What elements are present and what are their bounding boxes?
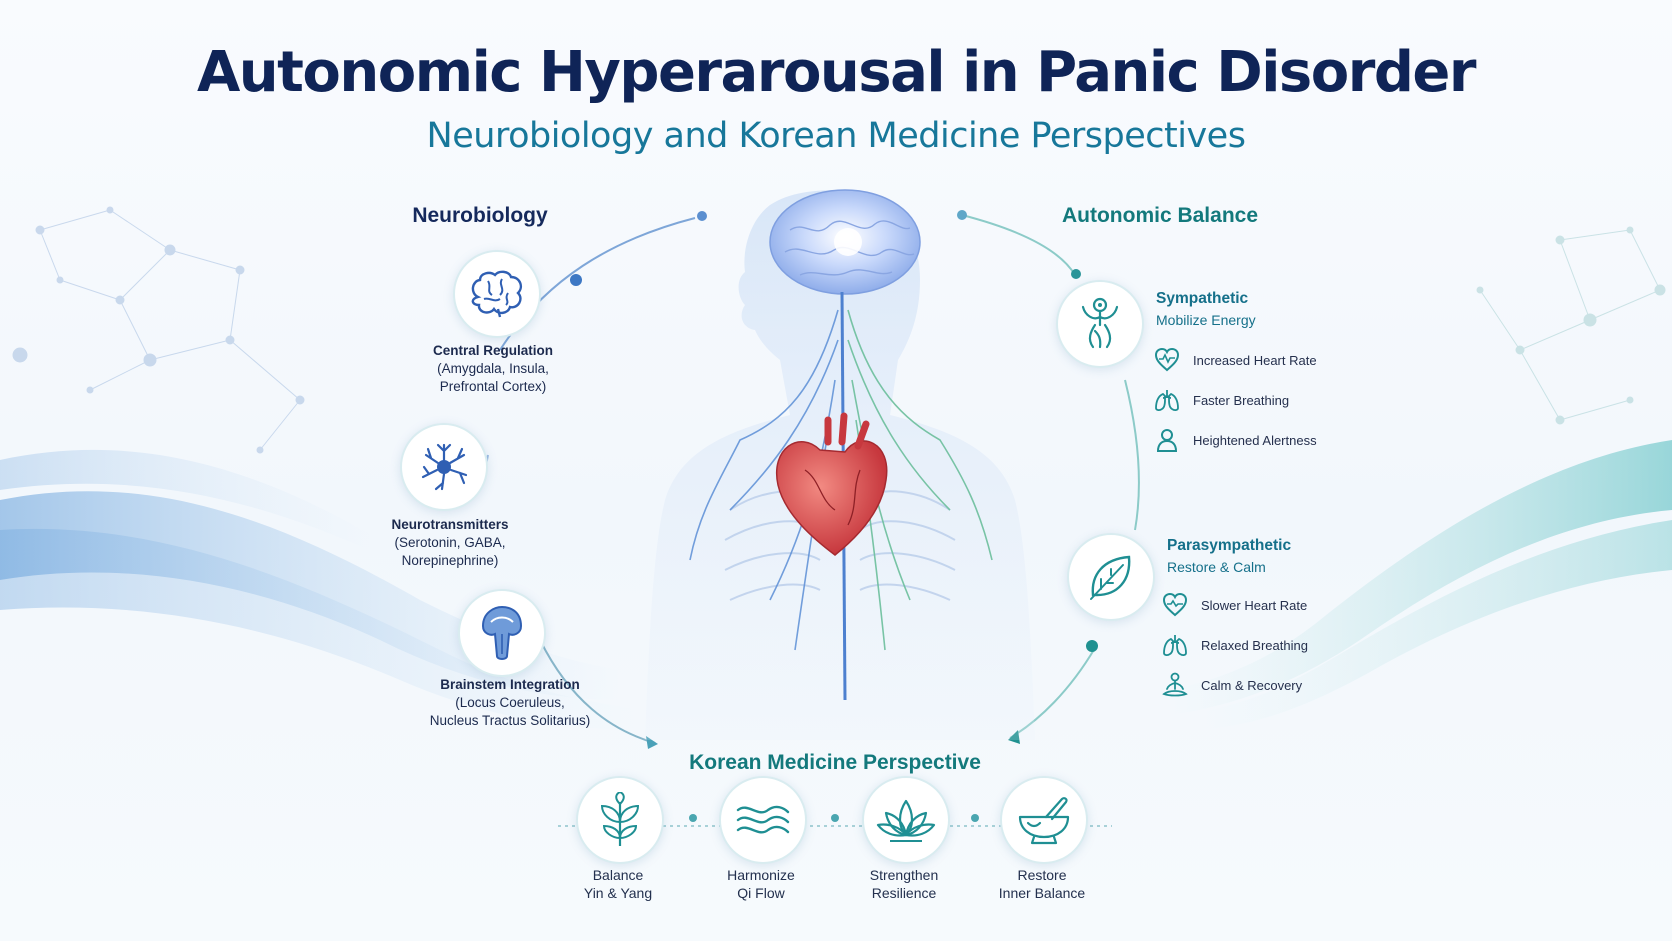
sympathetic-item-label: Faster Breathing xyxy=(1193,392,1290,408)
lungs-icon xyxy=(1161,631,1189,659)
parasympathetic-heading: Parasympathetic Restore & Calm xyxy=(1167,537,1367,575)
brainstem-integration-circle xyxy=(458,589,546,677)
km-balance-line2: Yin & Yang xyxy=(583,885,653,901)
heart-rate-icon xyxy=(1153,346,1181,374)
sympathetic-item-label: Increased Heart Rate xyxy=(1193,352,1317,368)
km-inner-balance-line2: Inner Balance xyxy=(998,885,1086,901)
sympathetic-circle xyxy=(1056,280,1144,368)
sympathetic-item: Faster Breathing xyxy=(1153,380,1393,420)
km-qi-flow-line1: Harmonize xyxy=(727,867,795,883)
central-regulation-detail-1: (Amygdala, Insula, xyxy=(437,361,549,376)
parasympathetic-item: Calm & Recovery xyxy=(1161,665,1401,705)
km-qi-flow-label: Harmonize Qi Flow xyxy=(686,866,836,902)
central-regulation-name: Central Regulation xyxy=(432,343,553,358)
meditation-icon xyxy=(1161,671,1189,699)
brainstem-integration-detail-1: (Locus Coeruleus, xyxy=(455,695,565,710)
wind-flow-icon xyxy=(736,805,790,834)
lungs-icon xyxy=(1153,386,1181,414)
parasympathetic-item-label: Relaxed Breathing xyxy=(1201,637,1308,653)
km-balance-circle xyxy=(576,776,664,864)
km-inner-balance-label: Restore Inner Balance xyxy=(967,866,1117,902)
central-regulation-circle xyxy=(453,250,541,338)
km-balance-line1: Balance xyxy=(592,867,644,883)
parasympathetic-list: Slower Heart Rate Relaxed Breathing Calm… xyxy=(1161,585,1401,705)
km-qi-flow-circle xyxy=(719,776,807,864)
brainstem-integration-name: Brainstem Integration xyxy=(440,677,580,692)
parasympathetic-circle xyxy=(1067,533,1155,621)
sympathetic-subtitle: Mobilize Energy xyxy=(1156,312,1256,328)
km-qi-flow-line2: Qi Flow xyxy=(737,885,785,901)
neurotransmitters-name: Neurotransmitters xyxy=(391,517,509,532)
km-inner-balance-circle xyxy=(1000,776,1088,864)
neurotransmitters-label: Neurotransmitters (Serotonin, GABA, Nore… xyxy=(360,516,540,570)
human-body-illustration xyxy=(645,189,1035,740)
km-balance-label: Balance Yin & Yang xyxy=(543,866,693,902)
sympathetic-list: Increased Heart Rate Faster Breathing He… xyxy=(1153,340,1393,460)
sympathetic-figure-icon xyxy=(1081,297,1119,349)
person-alert-icon xyxy=(1153,426,1181,454)
parasympathetic-subtitle: Restore & Calm xyxy=(1167,559,1266,575)
parasympathetic-item-label: Slower Heart Rate xyxy=(1201,597,1308,613)
heart-rate-icon xyxy=(1161,591,1189,619)
sympathetic-title: Sympathetic xyxy=(1156,290,1249,307)
brainstem-integration-detail-2: Nucleus Tractus Solitarius) xyxy=(429,713,591,728)
neurobiology-section-title: Neurobiology xyxy=(412,204,548,227)
leaf-icon xyxy=(1090,555,1131,600)
central-regulation-detail-2: Prefrontal Cortex) xyxy=(439,379,547,394)
page-subtitle: Neurobiology and Korean Medicine Perspec… xyxy=(426,116,1246,156)
heart-illustration xyxy=(775,412,888,556)
neurotransmitters-circle xyxy=(400,423,488,511)
sympathetic-item: Heightened Alertness xyxy=(1153,420,1393,460)
neurotransmitters-detail-1: (Serotonin, GABA, xyxy=(394,535,506,550)
korean-medicine-section-title: Korean Medicine Perspective xyxy=(689,751,981,774)
parasympathetic-item: Relaxed Breathing xyxy=(1161,625,1401,665)
neurotransmitters-detail-2: Norepinephrine) xyxy=(401,553,499,568)
km-resilience-line1: Strengthen xyxy=(869,867,939,883)
brainstem-icon xyxy=(481,605,523,660)
herb-sprout-icon xyxy=(600,792,640,846)
mortar-pestle-icon xyxy=(1018,797,1070,845)
neuron-icon xyxy=(421,443,468,491)
km-inner-balance-line1: Restore xyxy=(1017,867,1067,883)
autonomic-balance-section-title: Autonomic Balance xyxy=(1061,204,1259,227)
km-resilience-line2: Resilience xyxy=(871,885,937,901)
page-title: Autonomic Hyperarousal in Panic Disorder xyxy=(196,40,1477,105)
km-resilience-circle xyxy=(862,776,950,864)
sympathetic-item: Increased Heart Rate xyxy=(1153,340,1393,380)
sympathetic-heading: Sympathetic Mobilize Energy xyxy=(1156,290,1356,328)
parasympathetic-title: Parasympathetic xyxy=(1167,537,1292,554)
parasympathetic-item-label: Calm & Recovery xyxy=(1201,677,1303,693)
sympathetic-item-label: Heightened Alertness xyxy=(1193,432,1317,448)
central-regulation-label: Central Regulation (Amygdala, Insula, Pr… xyxy=(403,342,583,396)
km-resilience-label: Strengthen Resilience xyxy=(829,866,979,902)
brainstem-integration-label: Brainstem Integration (Locus Coeruleus, … xyxy=(400,676,620,730)
lotus-icon xyxy=(876,799,936,842)
brain-icon xyxy=(471,270,522,318)
parasympathetic-item: Slower Heart Rate xyxy=(1161,585,1401,625)
